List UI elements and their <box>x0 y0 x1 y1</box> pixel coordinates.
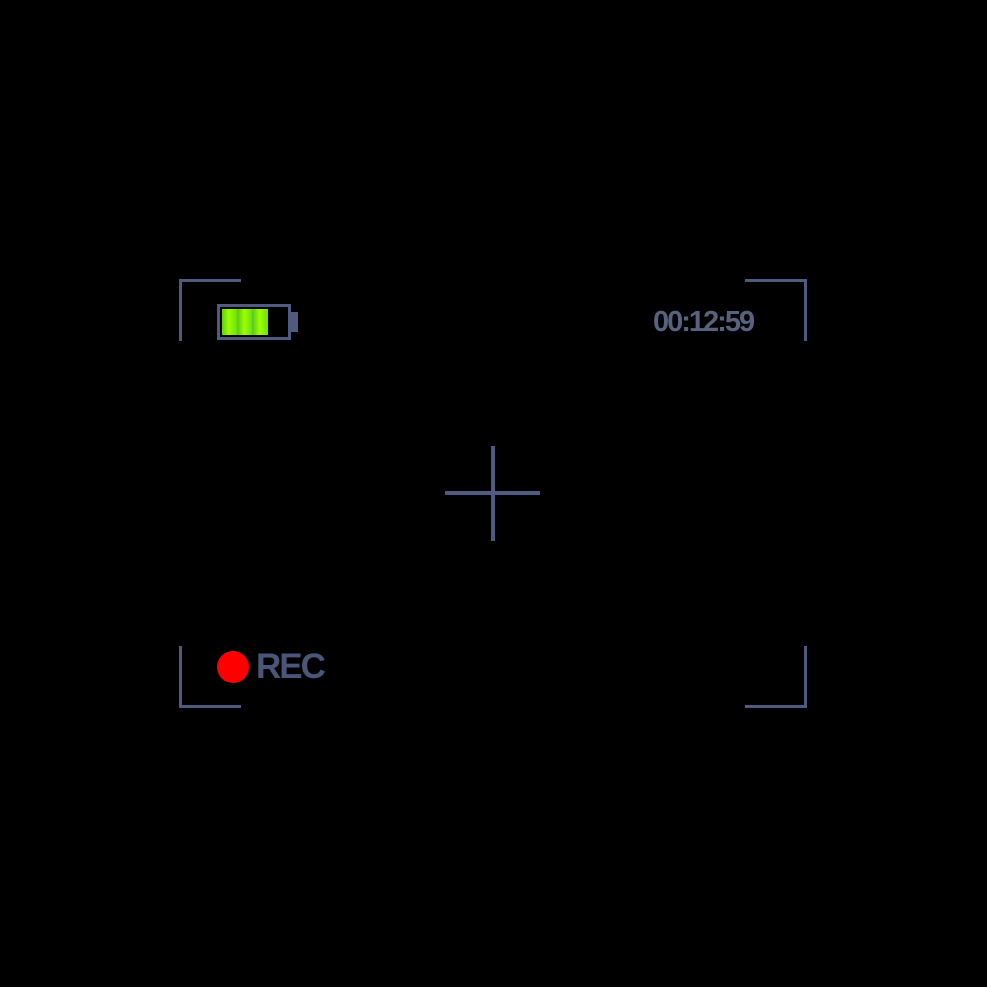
crosshair-icon-vertical <box>491 446 495 541</box>
battery-cell <box>222 309 238 335</box>
frame-corner-top-right <box>745 279 807 341</box>
battery-terminal <box>290 312 298 332</box>
rec-label: REC <box>256 647 326 686</box>
frame-corner-bottom-right <box>745 646 807 708</box>
battery-icon <box>217 304 291 340</box>
battery-cell <box>237 309 254 335</box>
battery-level <box>222 309 269 335</box>
recording-timecode: 00:12:59 <box>653 306 755 338</box>
frame-corner-bottom-left <box>179 646 241 708</box>
frame-corner-top-left <box>179 279 241 341</box>
battery-cell <box>253 309 269 335</box>
record-indicator-icon <box>217 651 249 683</box>
